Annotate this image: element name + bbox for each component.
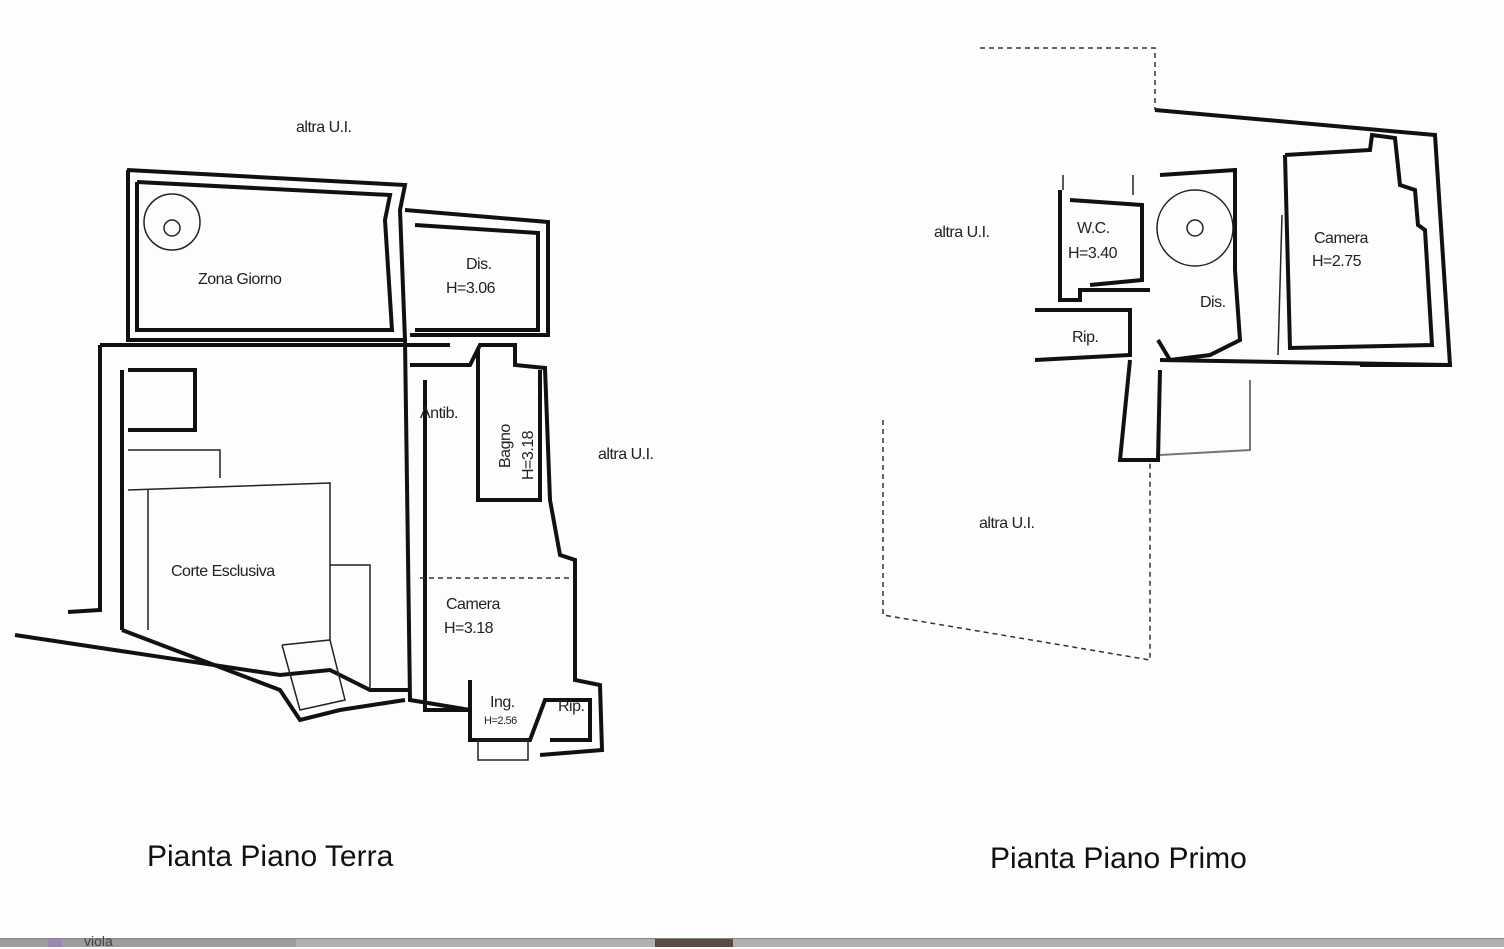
room-label-rip: Rip.	[1072, 329, 1098, 346]
strip-segment	[0, 939, 296, 947]
room-label-wc: W.C.	[1077, 220, 1110, 237]
neighbor-label: altra U.I.	[979, 515, 1034, 532]
room-height-bagno: H=3.18	[520, 430, 537, 480]
first-floor-plan	[882, 47, 1453, 661]
neighbor-label: altra U.I.	[598, 446, 653, 463]
room-label-rip: Rip.	[558, 698, 584, 715]
room-label-dis: Dis.	[1200, 294, 1226, 311]
room-label-bagno: Bagno	[497, 424, 514, 468]
room-height-wc: H=3.40	[1068, 245, 1118, 262]
first-floor-title: Pianta Piano Primo	[990, 842, 1247, 875]
ground-floor-plan	[14, 168, 605, 761]
room-height-dis: H=3.06	[446, 280, 496, 297]
strip-text: viola	[84, 933, 113, 949]
room-label-camera: Camera	[1314, 230, 1369, 247]
room-label-dis: Dis.	[466, 256, 492, 273]
ground-floor-title: Pianta Piano Terra	[147, 840, 394, 873]
room-label-ing: Ing.	[490, 694, 515, 711]
room-height-ing: H=2.56	[484, 715, 517, 727]
room-label-zona-giorno: Zona Giorno	[198, 271, 282, 288]
room-label-antib: Antib.	[420, 405, 458, 422]
color-swatch	[48, 939, 62, 947]
room-height-camera: H=2.75	[1312, 253, 1362, 270]
room-height-camera: H=3.18	[444, 620, 494, 637]
thumbnail	[655, 939, 733, 947]
neighbor-label: altra U.I.	[934, 224, 989, 241]
room-label-camera: Camera	[446, 596, 501, 613]
room-label-corte: Corte Esclusiva	[171, 563, 275, 580]
bottom-strip: viola	[0, 933, 1504, 949]
neighbor-label: altra U.I.	[296, 119, 351, 136]
